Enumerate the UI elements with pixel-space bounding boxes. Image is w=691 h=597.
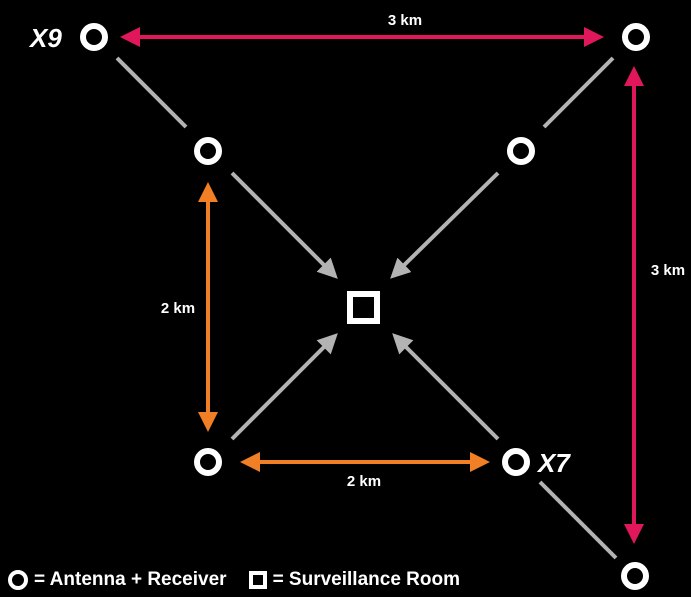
legend-room-label: = Surveillance Room: [272, 569, 460, 590]
distance-label-top: 3 km: [388, 12, 422, 29]
antenna-node-outer-top-left: [80, 23, 108, 51]
antenna-node-inner-bottom-right: [502, 448, 530, 476]
antenna-node-inner-top-left: [194, 137, 222, 165]
antenna-node-outer-bottom-right: [621, 562, 649, 590]
x7-badge: X7: [536, 448, 571, 478]
distance-label-right: 3 km: [651, 262, 685, 279]
antenna-node-outer-top-right: [622, 23, 650, 51]
square-outline-icon: [248, 571, 267, 589]
legend-antenna-label: = Antenna + Receiver: [34, 569, 227, 590]
connector-arrow: [230, 171, 338, 279]
antenna-node-inner-bottom-left: [194, 448, 222, 476]
distance-label-bottom: 2 km: [347, 473, 381, 490]
distance-label-left: 2 km: [161, 300, 195, 317]
connector-line: [538, 480, 618, 560]
legend-item-room: = Surveillance Room: [248, 569, 460, 591]
connector-line: [542, 56, 615, 129]
legend: = Antenna + Receiver = Surveillance Room: [8, 569, 482, 591]
surveillance-room-node: [347, 291, 380, 324]
connector-arrow: [390, 171, 500, 279]
connector-arrow: [230, 333, 338, 441]
connector-arrow: [392, 333, 500, 441]
x9-badge: X9: [28, 23, 62, 53]
connector-line: [115, 56, 188, 129]
circle-ring-icon: [8, 570, 28, 590]
antenna-node-inner-top-right: [507, 137, 535, 165]
legend-item-antenna: = Antenna + Receiver: [8, 569, 227, 591]
